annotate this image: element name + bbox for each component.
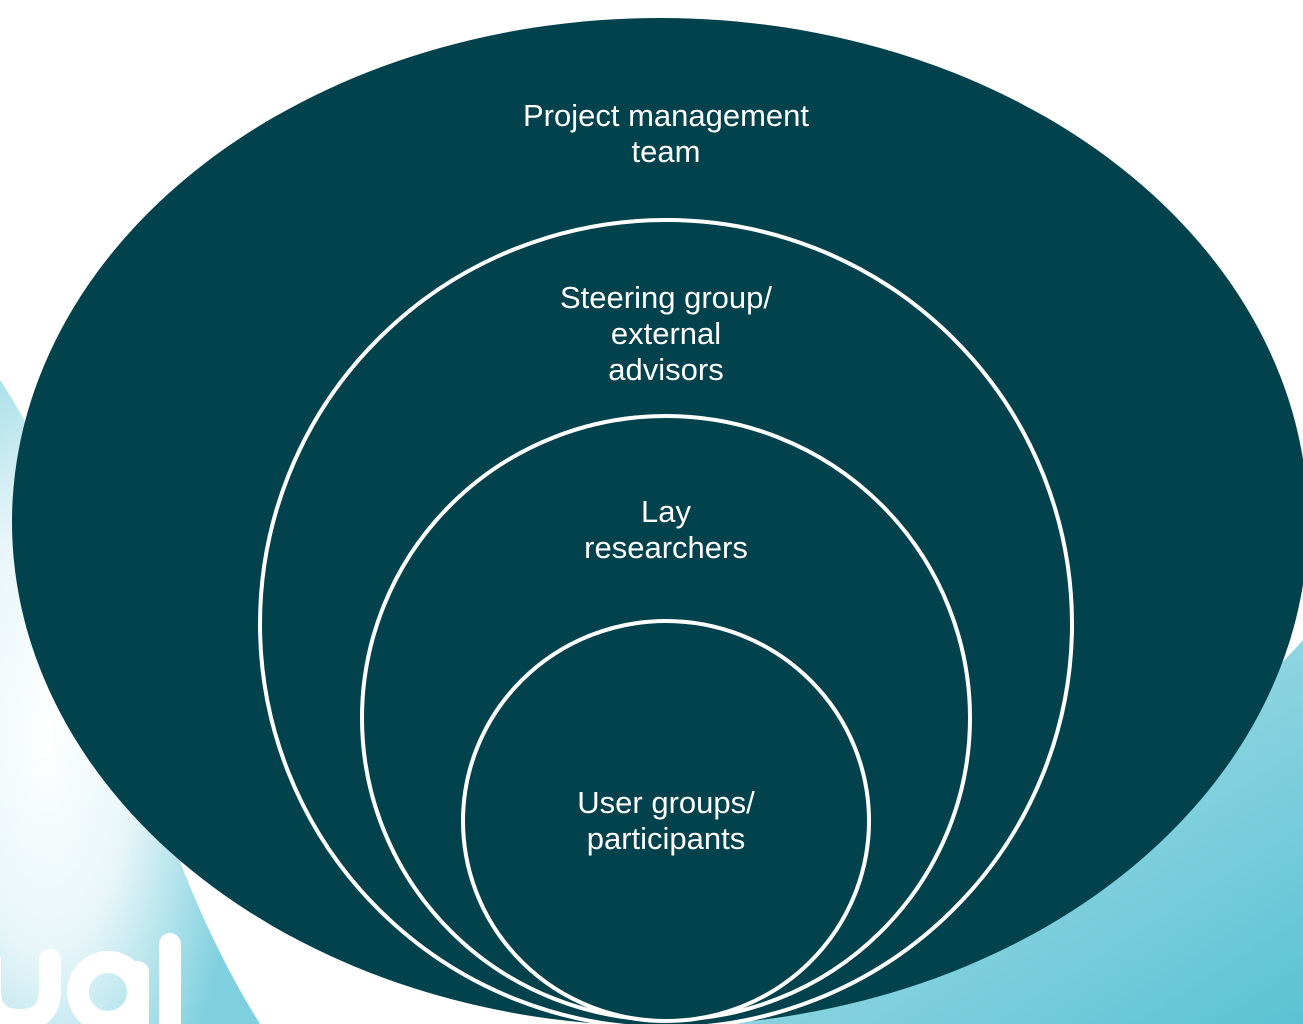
ual-logo [0, 933, 181, 1024]
background-lower-right [700, 640, 1303, 1024]
ring-user-groups [461, 619, 871, 1023]
label-user-groups: User groups/ participants [577, 785, 755, 856]
label-lay-researchers: Lay researchers [584, 494, 748, 565]
label-steering-group: Steering group/ external advisors [560, 280, 772, 387]
label-project-management-team: Project management team [522, 98, 810, 169]
